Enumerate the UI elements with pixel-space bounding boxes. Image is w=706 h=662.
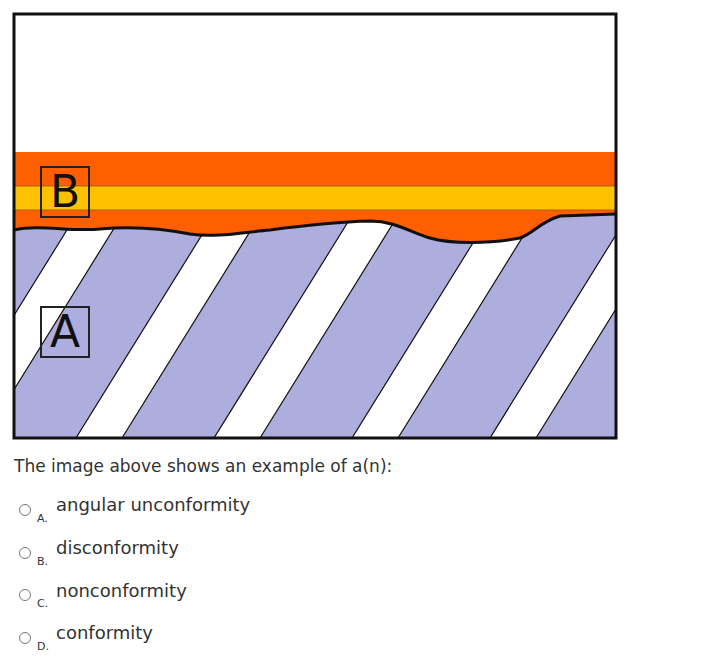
stripe [490,200,684,438]
option-text: conformity [56,622,153,643]
radio-button [19,589,31,601]
tilted-strata [0,200,706,440]
option-text: disconformity [56,537,179,558]
radio-button [19,547,31,559]
radio-button [19,632,31,644]
layer-label-box: A [40,306,90,358]
question-text: The image above shows an example of a(n)… [14,456,392,476]
white-stripes [0,200,706,438]
layer-letter: B [50,170,80,214]
stripe [628,200,706,438]
option-letter: A. [37,512,48,525]
option-text: angular unconformity [56,494,250,515]
option-letter: D. [37,640,49,653]
radio-button [19,504,31,516]
layer-label-box: B [40,166,90,218]
option-letter: C. [37,597,48,610]
yellow-layer [14,186,616,210]
option-text: nonconformity [56,580,187,601]
option-letter: B. [37,555,48,568]
layer-letter: A [50,310,80,354]
unconformity-surface [14,214,616,243]
frame [14,14,616,438]
